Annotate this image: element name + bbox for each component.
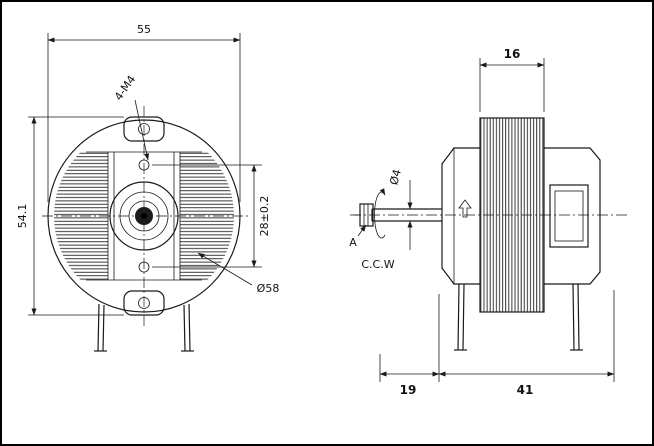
front-view bbox=[42, 106, 248, 352]
bottom-mount-ear bbox=[123, 290, 165, 316]
left-end-cap bbox=[441, 147, 480, 285]
side-view bbox=[350, 117, 630, 351]
right-end-cap bbox=[544, 147, 601, 285]
motor-outer-circle bbox=[47, 119, 241, 313]
orientation-arrow-icon bbox=[458, 199, 472, 218]
side-view-dimensions: 16 Ø4 C.C.W A 19 41 bbox=[349, 47, 615, 397]
lamination-stack bbox=[479, 117, 545, 313]
dim-height-label: 54.1 bbox=[16, 204, 29, 229]
label-outer-diameter: Ø58 bbox=[257, 282, 280, 295]
stator-core bbox=[86, 151, 202, 281]
dim-shaft-length-label: 19 bbox=[400, 383, 417, 397]
top-ear-hole bbox=[138, 123, 150, 135]
terminal-box-inner bbox=[554, 190, 584, 242]
lower-core-hole bbox=[138, 261, 150, 273]
dim-hole-spacing-label: 28±0.2 bbox=[258, 196, 271, 237]
front-view-legs bbox=[94, 303, 194, 352]
front-view-dimensions: 55 54.1 28±0.2 4-M4 Ø58 bbox=[16, 23, 280, 316]
dim-stack-width-label: 16 bbox=[504, 47, 521, 61]
rotor bbox=[109, 181, 179, 251]
label-mount-holes: 4-M4 bbox=[112, 73, 138, 103]
shaft bbox=[354, 203, 442, 227]
dim-width-label: 55 bbox=[137, 23, 151, 36]
dim-body-length-label: 41 bbox=[517, 383, 534, 397]
rotation-arc bbox=[374, 188, 386, 239]
dim-shaft-diameter-label: Ø4 bbox=[387, 168, 404, 187]
label-rotation: C.C.W bbox=[361, 258, 394, 271]
upper-core-hole bbox=[138, 159, 150, 171]
side-view-legs bbox=[454, 283, 583, 351]
terminal-box bbox=[549, 184, 589, 248]
label-detail: A bbox=[349, 236, 357, 249]
bottom-ear-hole bbox=[138, 297, 150, 309]
